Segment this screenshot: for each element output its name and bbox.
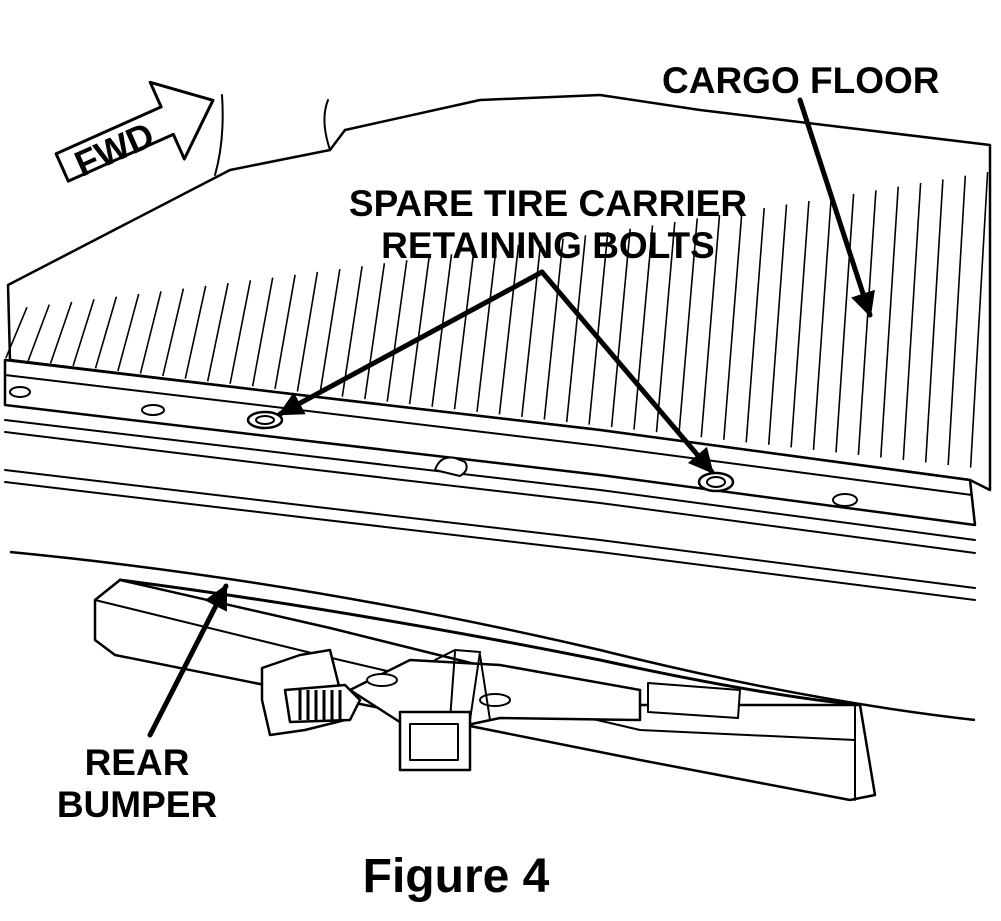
floor-rib bbox=[857, 190, 877, 455]
cargo-floor-pointer bbox=[797, 97, 875, 318]
floor-rib bbox=[319, 268, 341, 395]
forward-arrow-label: FWD bbox=[68, 114, 160, 185]
floor-rib bbox=[880, 186, 899, 458]
sill-hole bbox=[832, 493, 858, 507]
bumper-belt-line bbox=[118, 578, 862, 707]
floor-rib bbox=[72, 299, 95, 367]
hitch-plate-hole bbox=[366, 673, 398, 687]
sill-step-line-4 bbox=[4, 481, 976, 601]
forward-arrow-shape bbox=[54, 80, 215, 183]
bumper-pointer bbox=[147, 583, 229, 738]
floor-rib bbox=[49, 301, 73, 364]
floor-rib bbox=[812, 197, 832, 450]
label-spare-tire-carrier: SPARE TIRE CARRIER bbox=[349, 183, 747, 224]
bumper-top-edge bbox=[9, 550, 976, 722]
sill-step-line-2 bbox=[4, 431, 976, 554]
floor-rib bbox=[723, 211, 743, 440]
cargo-floor-ribs bbox=[5, 172, 989, 468]
hitch-plate-hole bbox=[479, 693, 511, 707]
floor-rib bbox=[162, 288, 185, 377]
floor-rib bbox=[117, 293, 140, 372]
floor-rib bbox=[633, 225, 654, 430]
floor-rib bbox=[924, 179, 944, 463]
label-cargo-floor: CARGO FLOOR bbox=[662, 60, 939, 101]
floor-rib bbox=[588, 231, 609, 425]
floor-rib bbox=[364, 263, 386, 400]
floor-rib bbox=[902, 182, 922, 461]
sill-top-line bbox=[4, 374, 973, 496]
floor-rib bbox=[408, 257, 430, 405]
label-retaining-bolts: RETAINING BOLTS bbox=[381, 225, 715, 266]
floor-rib bbox=[431, 254, 453, 407]
floor-rib bbox=[767, 204, 788, 445]
floor-rib bbox=[229, 280, 252, 384]
floor-rib bbox=[184, 285, 207, 379]
bolt-right-pointer bbox=[539, 269, 715, 475]
retaining-bolt-right-head bbox=[706, 476, 726, 488]
floor-rib bbox=[678, 218, 698, 435]
floor-rib bbox=[543, 238, 564, 420]
floor-rib bbox=[745, 208, 765, 443]
floor-rib bbox=[969, 172, 989, 468]
floor-rib bbox=[251, 277, 274, 387]
floor-rib bbox=[700, 215, 721, 438]
sill-step-line-3 bbox=[4, 469, 976, 589]
bolt-left-pointer bbox=[277, 269, 545, 417]
retaining-bolt-left-head bbox=[255, 415, 275, 425]
floor-rib bbox=[94, 296, 118, 369]
floor-rib bbox=[565, 235, 587, 423]
floor-rib bbox=[341, 266, 363, 397]
callout-arrows bbox=[147, 97, 875, 738]
floor-rib bbox=[296, 271, 319, 392]
rear-sill bbox=[3, 358, 977, 601]
floor-rib bbox=[476, 248, 497, 412]
floor-rib bbox=[498, 244, 520, 415]
floor-rib bbox=[453, 251, 475, 410]
receiver-opening bbox=[409, 723, 459, 761]
seat-edge bbox=[214, 94, 331, 176]
latch-slot bbox=[434, 456, 468, 477]
figure-caption: Figure 4 bbox=[363, 850, 550, 903]
sill-hole bbox=[9, 386, 31, 398]
floor-rib bbox=[386, 260, 408, 402]
floor-rib bbox=[655, 221, 676, 433]
label-rear: REAR bbox=[85, 742, 190, 783]
floor-rib bbox=[27, 304, 51, 362]
floor-rib bbox=[835, 193, 855, 453]
rear-bumper bbox=[9, 550, 976, 722]
trailer-hitch bbox=[93, 578, 877, 802]
labels: CARGO FLOOR SPARE TIRE CARRIER RETAINING… bbox=[57, 60, 940, 903]
bumper-pocket bbox=[647, 682, 741, 719]
sill-hole bbox=[141, 404, 165, 416]
floor-rib bbox=[790, 200, 810, 448]
wiring-connector-ribs bbox=[298, 690, 342, 720]
floor-rib bbox=[947, 175, 967, 466]
floor-rib bbox=[5, 306, 28, 359]
label-bumper: BUMPER bbox=[57, 784, 217, 825]
floor-rib bbox=[610, 228, 631, 428]
hitch-gusset-lines bbox=[449, 651, 491, 721]
floor-rib bbox=[206, 282, 229, 382]
hitch-gusset bbox=[434, 649, 481, 721]
floor-rib bbox=[521, 241, 542, 417]
floor-rib bbox=[274, 274, 296, 390]
floor-rib bbox=[139, 291, 162, 374]
